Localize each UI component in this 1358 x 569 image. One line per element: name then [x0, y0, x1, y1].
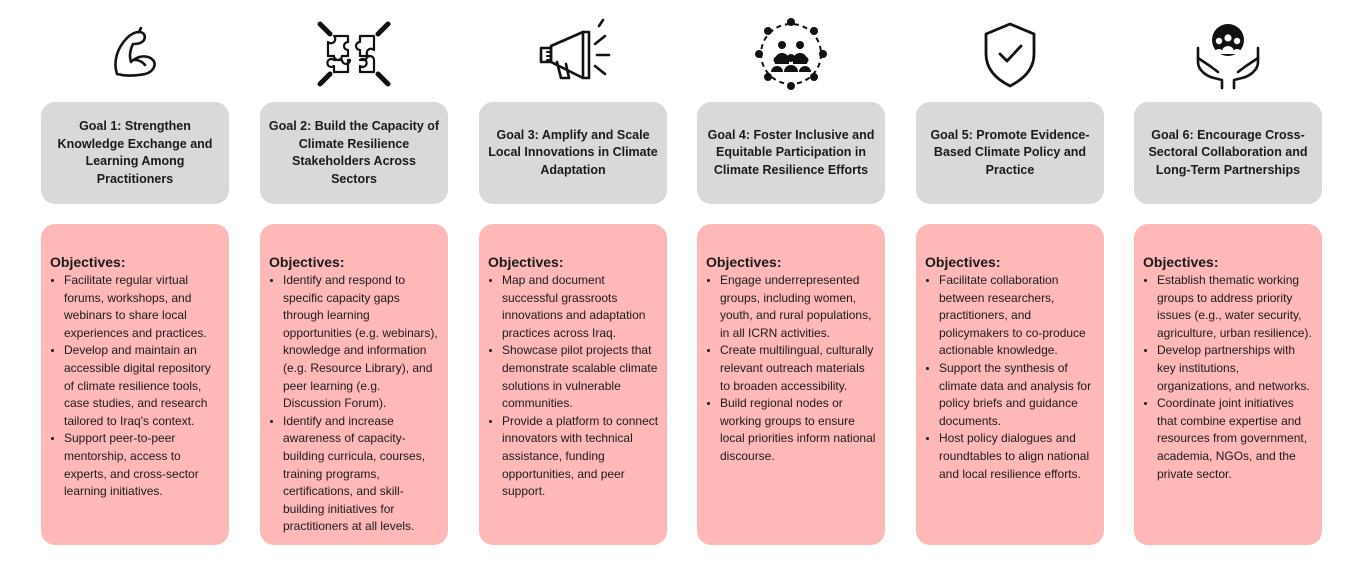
- objectives-card-2: Objectives: Identify and respond to spec…: [260, 224, 448, 545]
- goal-card-1: Goal 1: Strengthen Knowledge Exchange an…: [41, 102, 229, 204]
- community-circle-icon: [751, 14, 831, 94]
- objective-item: Identify and respond to specific capacit…: [283, 272, 440, 413]
- goal-title: Goal 5: Promote Evidence-Based Climate P…: [930, 127, 1090, 177]
- objectives-list: Engage underrepresented groups, includin…: [706, 272, 877, 466]
- objective-item: Identify and increase awareness of capac…: [283, 413, 440, 536]
- objectives-heading: Objectives:: [706, 254, 782, 270]
- objectives-list: Facilitate regular virtual forums, works…: [50, 272, 221, 501]
- objective-item: Support the synthesis of climate data an…: [939, 360, 1096, 430]
- goal-title: Goal 3: Amplify and Scale Local Innovati…: [488, 127, 658, 177]
- objective-item: Map and document successful grassroots i…: [502, 272, 659, 342]
- objective-item: Coordinate joint initiatives that combin…: [1157, 395, 1314, 483]
- puzzle-hands-icon: [314, 14, 394, 94]
- goal-card-5: Goal 5: Promote Evidence-Based Climate P…: [916, 102, 1104, 204]
- objective-item: Facilitate regular virtual forums, works…: [64, 272, 221, 342]
- goal-title: Goal 4: Foster Inclusive and Equitable P…: [707, 127, 875, 177]
- objectives-list: Establish thematic working groups to add…: [1143, 272, 1314, 483]
- objective-item: Support peer-to-peer mentorship, access …: [64, 430, 221, 500]
- hands-people-globe-icon: [1188, 14, 1268, 94]
- goal-column-5: Goal 5: Promote Evidence-Based Climate P…: [916, 0, 1104, 569]
- objective-item: Facilitate collaboration between researc…: [939, 272, 1096, 360]
- objective-item: Build regional nodes or working groups t…: [720, 395, 877, 465]
- objectives-card-1: Objectives: Facilitate regular virtual f…: [41, 224, 229, 545]
- objectives-heading: Objectives:: [269, 254, 345, 270]
- objectives-list: Facilitate collaboration between researc…: [925, 272, 1096, 483]
- objectives-heading: Objectives:: [1143, 254, 1219, 270]
- objectives-card-6: Objectives: Establish thematic working g…: [1134, 224, 1322, 545]
- goal-card-2: Goal 2: Build the Capacity of Climate Re…: [260, 102, 448, 204]
- objective-item: Engage underrepresented groups, includin…: [720, 272, 877, 342]
- goal-card-3: Goal 3: Amplify and Scale Local Innovati…: [479, 102, 667, 204]
- objectives-heading: Objectives:: [925, 254, 1001, 270]
- goal-column-4: Goal 4: Foster Inclusive and Equitable P…: [697, 0, 885, 569]
- objectives-card-3: Objectives: Map and document successful …: [479, 224, 667, 545]
- goal-column-1: Goal 1: Strengthen Knowledge Exchange an…: [41, 0, 229, 569]
- goal-column-6: Goal 6: Encourage Cross-Sectoral Collabo…: [1134, 0, 1322, 569]
- goal-column-3: Goal 3: Amplify and Scale Local Innovati…: [479, 0, 667, 569]
- goal-column-2: Goal 2: Build the Capacity of Climate Re…: [260, 0, 448, 569]
- flexed-arm-icon: [95, 14, 175, 94]
- objectives-heading: Objectives:: [488, 254, 564, 270]
- goal-title: Goal 1: Strengthen Knowledge Exchange an…: [57, 119, 213, 186]
- megaphone-icon: [533, 14, 613, 94]
- objective-item: Create multilingual, culturally relevant…: [720, 342, 877, 395]
- goal-card-4: Goal 4: Foster Inclusive and Equitable P…: [697, 102, 885, 204]
- objective-item: Provide a platform to connect innovators…: [502, 413, 659, 501]
- goal-title: Goal 2: Build the Capacity of Climate Re…: [268, 119, 440, 186]
- objectives-list: Map and document successful grassroots i…: [488, 272, 659, 501]
- goal-title: Goal 6: Encourage Cross-Sectoral Collabo…: [1148, 127, 1308, 177]
- objective-item: Establish thematic working groups to add…: [1157, 272, 1314, 342]
- objectives-card-4: Objectives: Engage underrepresented grou…: [697, 224, 885, 545]
- objectives-heading: Objectives:: [50, 254, 126, 270]
- objectives-list: Identify and respond to specific capacit…: [269, 272, 440, 536]
- objective-item: Develop partnerships with key institutio…: [1157, 342, 1314, 395]
- shield-check-icon: [970, 14, 1050, 94]
- objectives-card-5: Objectives: Facilitate collaboration bet…: [916, 224, 1104, 545]
- objective-item: Showcase pilot projects that demonstrate…: [502, 342, 659, 412]
- objective-item: Host policy dialogues and roundtables to…: [939, 430, 1096, 483]
- goal-card-6: Goal 6: Encourage Cross-Sectoral Collabo…: [1134, 102, 1322, 204]
- objective-item: Develop and maintain an accessible digit…: [64, 342, 221, 430]
